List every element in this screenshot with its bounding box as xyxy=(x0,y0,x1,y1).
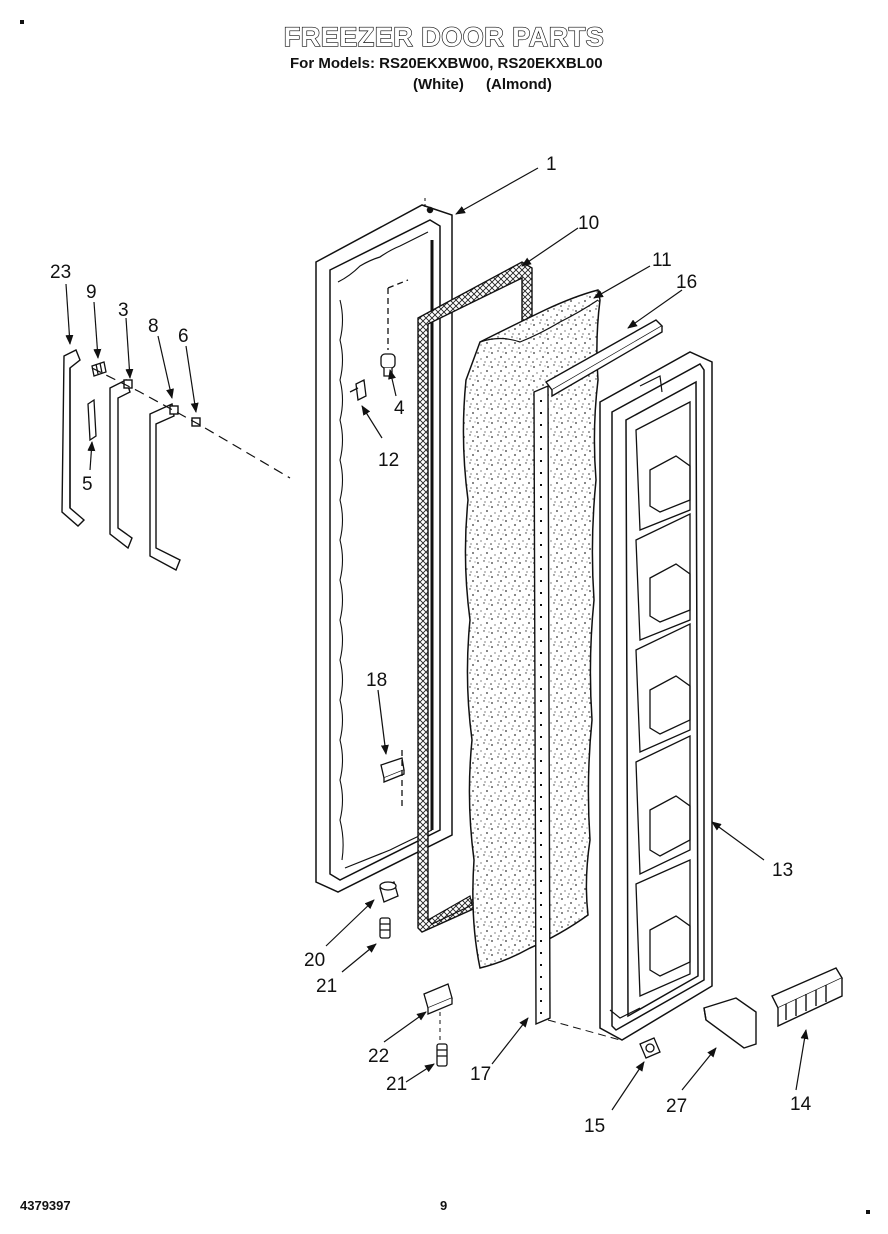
panel-fastener xyxy=(380,279,409,377)
side-strip xyxy=(533,384,551,1026)
models-line: For Models: RS20EKXBW00, RS20EKXBL00 xyxy=(290,55,603,72)
callout-13: 13 xyxy=(772,860,793,881)
hinge-bracket-22 xyxy=(423,983,453,1015)
color-variants: (White) (Almond) xyxy=(413,76,570,93)
callout-8: 8 xyxy=(148,316,159,337)
handle-part-5 xyxy=(87,398,97,442)
callout-6: 6 xyxy=(178,326,189,347)
handle-bracket-23 xyxy=(61,349,86,527)
callout-4: 4 xyxy=(394,398,405,419)
callout-10: 10 xyxy=(578,213,599,234)
callout-12: 12 xyxy=(378,450,399,471)
screw-15 xyxy=(639,1037,661,1059)
callout-9: 9 xyxy=(86,282,97,303)
handle-bracket-3 xyxy=(109,379,133,550)
callout-16: 16 xyxy=(676,272,697,293)
alignment-line xyxy=(91,367,291,479)
callout-27: 27 xyxy=(666,1096,687,1117)
top-channel xyxy=(544,319,664,398)
corner-mark-bottom-right xyxy=(866,1210,870,1214)
callout-17: 17 xyxy=(470,1064,491,1085)
callout-labels: 1 10 11 16 23 9 3 8 6 5 4 12 18 13 20 21… xyxy=(50,154,812,1137)
variant-almond: (Almond) xyxy=(486,76,552,93)
callout-11: 11 xyxy=(652,250,672,271)
screw-21-upper xyxy=(379,917,391,939)
foam-insulation xyxy=(462,289,601,969)
handle-clip-6 xyxy=(191,417,201,427)
callout-21-lower: 21 xyxy=(386,1074,407,1095)
door-panel-clip xyxy=(349,379,367,401)
callout-14: 14 xyxy=(790,1094,812,1115)
door-gasket xyxy=(417,261,533,933)
corner-mark-top-left xyxy=(20,20,24,24)
page-number: 9 xyxy=(440,1198,448,1213)
outer-door-panel xyxy=(315,198,453,893)
callout-18: 18 xyxy=(366,670,387,691)
screw-21-lower xyxy=(436,1043,448,1067)
grille-14 xyxy=(771,967,843,1028)
callout-1: 1 xyxy=(546,154,557,175)
leader-lines xyxy=(65,167,809,1111)
callout-15: 15 xyxy=(584,1116,605,1137)
hinge-screw-9 xyxy=(91,361,107,377)
callout-23: 23 xyxy=(50,262,71,283)
callout-21-upper: 21 xyxy=(316,976,337,997)
shelf-bracket xyxy=(380,750,405,808)
page-title: FREEZER DOOR PARTS xyxy=(283,21,605,52)
kick-plate-27 xyxy=(703,997,757,1049)
callout-22: 22 xyxy=(368,1046,389,1067)
document-number: 4379397 xyxy=(20,1198,71,1213)
inner-door-liner xyxy=(599,351,713,1041)
variant-white: (White) xyxy=(413,76,464,93)
hinge-bushing-20 xyxy=(379,881,399,903)
callout-5: 5 xyxy=(82,474,93,495)
callout-20: 20 xyxy=(304,950,325,971)
callout-3: 3 xyxy=(118,300,129,321)
handle-bracket-8 xyxy=(149,402,181,571)
